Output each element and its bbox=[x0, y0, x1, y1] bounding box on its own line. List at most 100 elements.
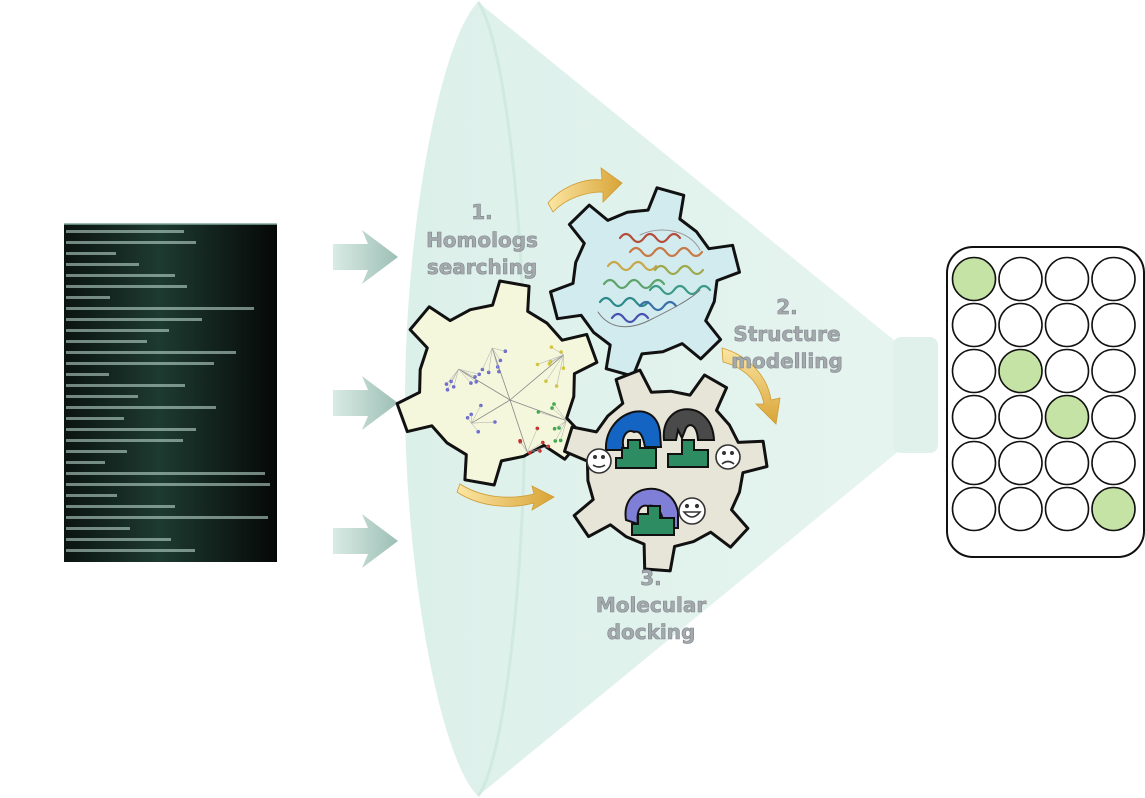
sequence-line bbox=[66, 461, 105, 464]
tree-twig bbox=[458, 368, 476, 378]
sequence-line bbox=[66, 428, 196, 431]
receptor-blue bbox=[604, 410, 663, 451]
sequence-line bbox=[66, 296, 110, 299]
sequence-line bbox=[66, 516, 268, 519]
sequence-line bbox=[66, 230, 184, 233]
well-empty bbox=[998, 394, 1043, 440]
sequence-line bbox=[66, 417, 124, 420]
tree-twig bbox=[554, 420, 567, 429]
sequence-line bbox=[66, 505, 175, 508]
tree-twig bbox=[471, 423, 479, 432]
tree-leaf bbox=[558, 438, 563, 443]
tree-twig bbox=[560, 420, 567, 441]
curved-arrow-icon bbox=[456, 483, 555, 511]
well-empty bbox=[1091, 348, 1136, 394]
well-empty bbox=[998, 302, 1043, 348]
tree-twig bbox=[538, 411, 567, 421]
sequence-line bbox=[66, 549, 195, 552]
well-empty bbox=[1091, 394, 1136, 440]
step-label-homologs: 1. Homologs searching bbox=[426, 200, 538, 280]
sequence-line bbox=[66, 351, 236, 354]
sequence-panel bbox=[64, 223, 277, 562]
curved-arrow-icon bbox=[721, 347, 781, 425]
well-hit bbox=[998, 348, 1043, 394]
tree-twig bbox=[492, 347, 506, 352]
tree-leaf bbox=[473, 375, 477, 379]
well-hit bbox=[1044, 394, 1090, 440]
sequence-line bbox=[66, 538, 171, 541]
well-hit bbox=[951, 256, 997, 302]
cycle-arrows bbox=[456, 167, 781, 511]
smiley-neutral-icon bbox=[586, 448, 612, 474]
step-title-line2: modelling bbox=[731, 349, 843, 373]
tree-leaf bbox=[497, 369, 501, 374]
tree-twig bbox=[551, 346, 564, 356]
smiley-sad-icon bbox=[715, 444, 741, 470]
gears bbox=[395, 186, 769, 573]
sequence-line bbox=[66, 329, 169, 332]
tree-leaf bbox=[479, 403, 483, 408]
tree-leaf bbox=[486, 370, 491, 375]
sequence-line bbox=[66, 472, 265, 475]
tree-twig bbox=[471, 405, 482, 424]
protein-structure bbox=[597, 229, 712, 328]
tree-twig bbox=[556, 354, 564, 387]
receptor-grey bbox=[662, 408, 716, 441]
docking-illustration bbox=[586, 408, 741, 536]
ligand-green bbox=[667, 439, 709, 468]
tree-branch bbox=[458, 368, 511, 401]
chevron-arrow-icon bbox=[333, 376, 398, 430]
well-empty bbox=[1091, 440, 1136, 486]
tree-twig bbox=[553, 403, 567, 421]
sequence-line bbox=[66, 274, 175, 277]
sequence-line bbox=[66, 318, 202, 321]
curved-arrow-icon bbox=[547, 167, 623, 213]
tree-twig bbox=[491, 347, 501, 361]
well-empty bbox=[1044, 440, 1090, 486]
sequence-line bbox=[66, 362, 214, 365]
well-plate bbox=[946, 246, 1145, 558]
step-title-line1: Molecular bbox=[596, 593, 707, 617]
tree-twig bbox=[467, 417, 472, 424]
well-hit bbox=[1091, 486, 1136, 532]
tree-twig bbox=[527, 428, 538, 453]
input-arrows bbox=[333, 230, 398, 568]
step-title-line2: searching bbox=[427, 255, 537, 279]
well-empty bbox=[951, 440, 997, 486]
well-empty bbox=[951, 348, 997, 394]
tree-twig bbox=[471, 421, 495, 424]
sequence-line bbox=[66, 384, 185, 387]
tree-twig bbox=[549, 354, 564, 365]
tree-leaf bbox=[449, 379, 453, 384]
sequence-line bbox=[66, 340, 147, 343]
smiley-happy-icon bbox=[678, 497, 706, 525]
chevron-arrow-icon bbox=[333, 514, 398, 568]
sequence-line bbox=[66, 241, 196, 244]
sequence-line bbox=[66, 252, 116, 255]
well-empty bbox=[1044, 486, 1090, 532]
tree-twig bbox=[558, 420, 567, 429]
well-empty bbox=[951, 486, 997, 532]
step-number: 2. bbox=[776, 295, 798, 319]
sequence-line bbox=[66, 439, 183, 442]
tree-twig bbox=[527, 442, 543, 453]
tree-branch bbox=[471, 399, 511, 424]
sequence-line bbox=[66, 395, 138, 398]
tree-twig bbox=[458, 368, 472, 384]
well-empty bbox=[1044, 348, 1090, 394]
tree-twig bbox=[488, 347, 493, 373]
tree-twig bbox=[458, 368, 480, 375]
tree-twig bbox=[446, 368, 459, 385]
tree-twig bbox=[491, 347, 500, 372]
gear-molecular-docking bbox=[563, 368, 769, 573]
step-title-line2: docking bbox=[607, 620, 696, 644]
sequence-line bbox=[66, 285, 187, 288]
ligand-green bbox=[631, 505, 675, 536]
tree-twig bbox=[482, 347, 493, 370]
tree-branch bbox=[509, 399, 528, 453]
tree-twig bbox=[555, 420, 567, 442]
tree-twig bbox=[545, 354, 564, 382]
phylogenetic-tree bbox=[444, 345, 567, 455]
sequence-line bbox=[66, 406, 216, 409]
